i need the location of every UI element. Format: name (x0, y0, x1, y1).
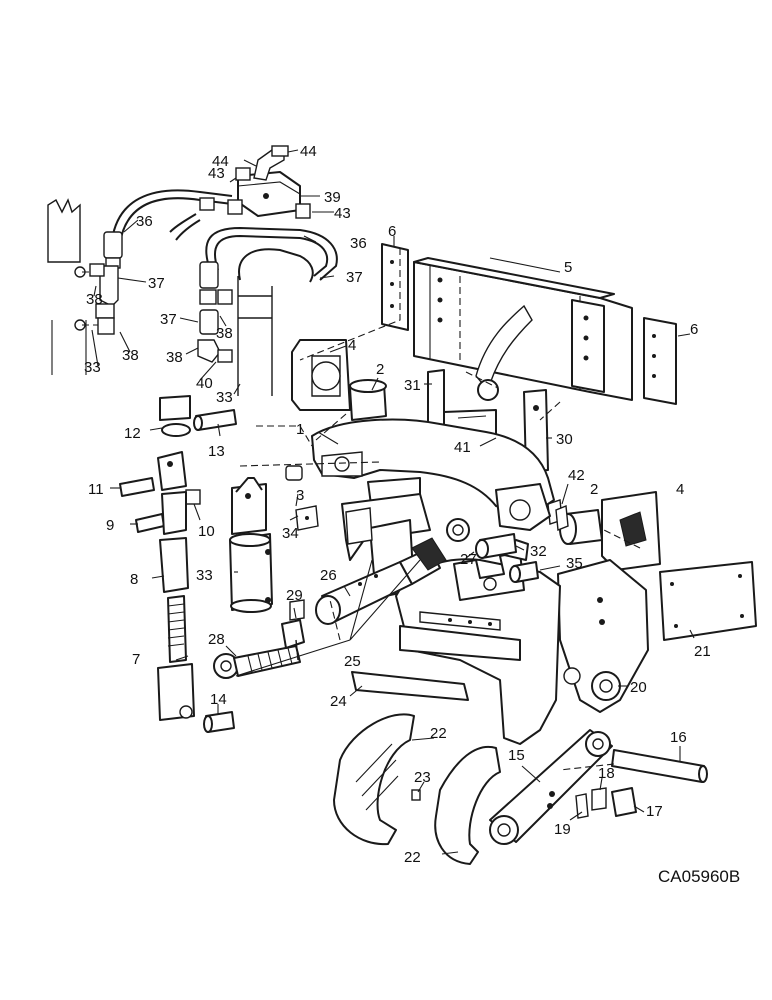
callout-12: 12 (124, 425, 141, 442)
callout-38-lower: 38 (122, 347, 139, 364)
callout-22-bottom: 22 (404, 849, 421, 866)
lower-arms (333, 713, 708, 865)
callout-37-mid: 37 (160, 311, 177, 328)
callout-31: 31 (404, 377, 421, 394)
hose-assembly (47, 145, 338, 396)
reference-code: CA05960B (658, 867, 740, 886)
callout-39: 39 (324, 189, 341, 206)
callout-33-top-mid: 33 (216, 389, 233, 406)
plate-24 (351, 671, 469, 701)
callout-7: 7 (132, 651, 140, 668)
side-plate-left (381, 243, 409, 331)
callout-38-mid: 38 (216, 325, 233, 342)
callout-40: 40 (196, 375, 213, 392)
callout-42: 42 (568, 467, 585, 484)
callout-30: 30 (556, 431, 573, 448)
callout-2-left: 2 (376, 361, 384, 378)
callout-34: 34 (282, 525, 299, 542)
assembly-centerlines (239, 248, 641, 771)
callout-6-left: 6 (388, 223, 396, 240)
callout-leaders (91, 149, 695, 855)
rod-end-28 (213, 599, 305, 679)
callout-21: 21 (694, 643, 711, 660)
callout-36-right: 36 (350, 235, 367, 252)
callout-38-left: 38 (86, 291, 103, 308)
callout-13: 13 (208, 443, 225, 460)
callout-23: 23 (414, 769, 431, 786)
callout-43-right: 43 (334, 205, 351, 222)
top-link (119, 395, 237, 733)
callout-6-right: 6 (690, 321, 698, 338)
callout-38-bottom: 38 (166, 349, 183, 366)
callout-17: 17 (646, 803, 663, 820)
callout-37-left: 37 (148, 275, 165, 292)
callout-2-right: 2 (590, 481, 598, 498)
callout-24: 24 (330, 693, 347, 710)
callout-9: 9 (106, 517, 114, 534)
callout-26: 26 (320, 567, 337, 584)
plate-21 (659, 561, 757, 641)
callout-22-top: 22 (430, 725, 447, 742)
callout-11: 11 (88, 481, 104, 498)
cylinder-33 (229, 465, 319, 613)
main-housing (311, 418, 555, 531)
callout-25: 25 (344, 653, 361, 670)
callout-4-left: 4 (348, 337, 356, 354)
callout-8: 8 (130, 571, 138, 588)
callout-4-right: 4 (676, 481, 684, 498)
callout-1: 1 (296, 421, 304, 438)
callout-labels: 44 44 43 39 43 36 36 37 37 37 38 38 38 3… (84, 143, 740, 886)
callout-15: 15 (508, 747, 525, 764)
callout-41: 41 (454, 439, 471, 456)
callout-16: 16 (670, 729, 687, 746)
callout-33-top-left: 33 (84, 359, 101, 376)
lower-frame (341, 493, 757, 745)
callout-3: 3 (296, 487, 304, 504)
cylinder-stub-left (47, 198, 81, 263)
callout-19: 19 (554, 821, 571, 838)
callout-10: 10 (198, 523, 215, 540)
callout-36-left: 36 (136, 213, 153, 230)
callout-37-right: 37 (346, 269, 363, 286)
callout-20: 20 (630, 679, 647, 696)
callout-27: 27 (460, 551, 477, 568)
callout-28: 28 (208, 631, 225, 648)
callout-29: 29 (286, 587, 303, 604)
callout-18: 18 (598, 765, 615, 782)
callout-44-left: 44 (212, 153, 229, 170)
uprights (427, 304, 549, 473)
side-plate-right (643, 317, 677, 405)
callout-35: 35 (566, 555, 583, 572)
crossmember-frame (381, 243, 677, 405)
callout-5: 5 (564, 259, 572, 276)
callout-14: 14 (210, 691, 227, 708)
callout-33-mid: 33 (196, 567, 213, 584)
callout-32: 32 (530, 543, 547, 560)
callout-44-top: 44 (300, 143, 317, 160)
callout-43-left: 43 (208, 165, 225, 182)
